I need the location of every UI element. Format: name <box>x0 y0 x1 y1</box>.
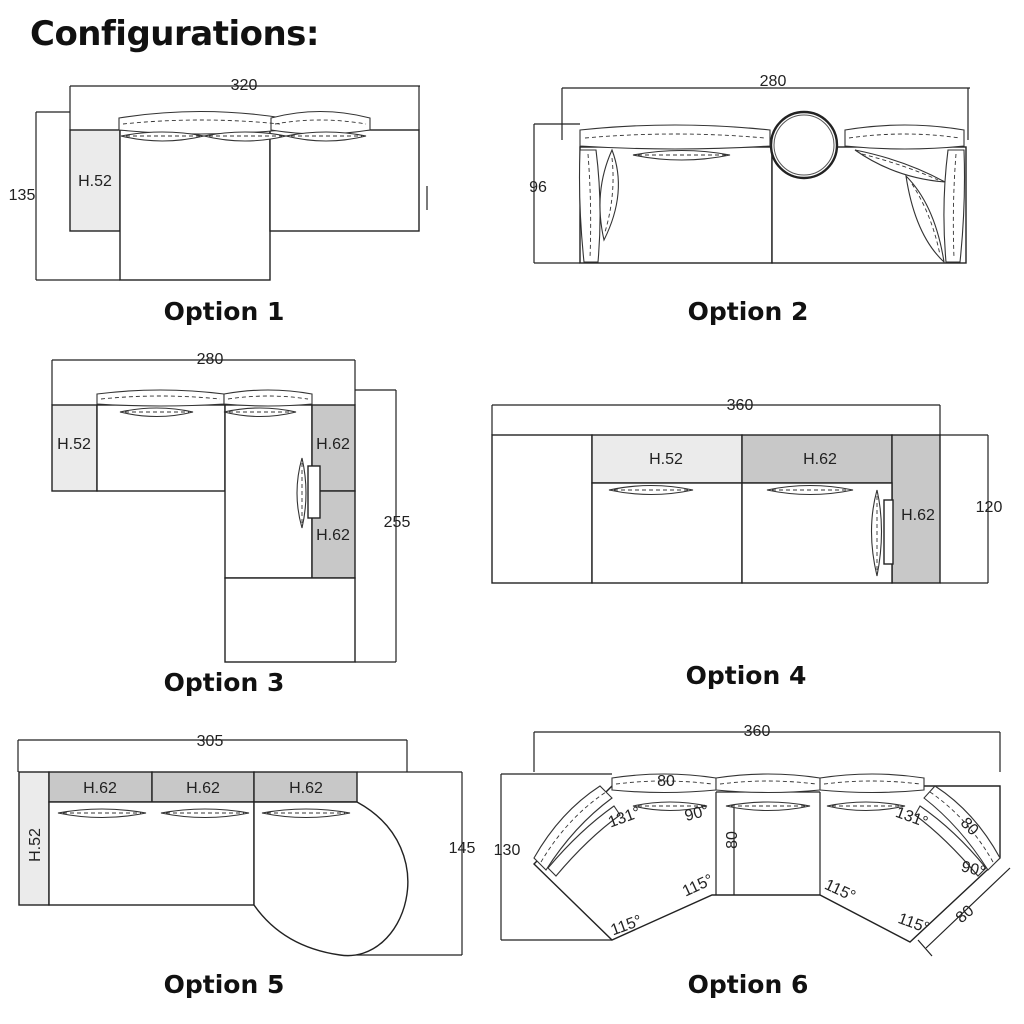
option-5-h62-label-1: H.62 <box>83 780 117 797</box>
option-3-diagram: 280 255 H.52 H.62 H.62 <box>51 351 411 663</box>
option-5-module-h52 <box>18 771 50 906</box>
option-3-module-h52 <box>51 404 98 492</box>
option-5-width-label: 305 <box>197 733 224 750</box>
option-5-depth-label: 145 <box>449 840 476 857</box>
option-6-diagram: 360 130 80 80 <box>494 723 1011 957</box>
option-5-h62-label-3: H.62 <box>289 780 323 797</box>
option-1-chaise <box>119 129 271 281</box>
option-3-depth-label: 255 <box>384 514 411 531</box>
option-4-h62-side-label: H.62 <box>901 507 935 524</box>
option-4-caption: Option 4 <box>685 661 807 690</box>
option-4-h52-label: H.52 <box>649 451 683 468</box>
option-3-caption: Option 3 <box>163 668 285 697</box>
option-6-annotation-4: 80 <box>953 902 978 927</box>
option-2-depth-label: 96 <box>529 179 547 196</box>
option-6-width-label: 360 <box>744 723 771 740</box>
option-3-width-label: 280 <box>197 351 224 368</box>
option-1-diagram: 320 135 H.52 <box>9 77 428 281</box>
option-5-diagram: 305 145 H.52 H.62 H.62 H.62 <box>17 733 476 957</box>
option-2-diagram: 280 96 <box>529 73 970 264</box>
option-4-h62-back-label: H.62 <box>803 451 837 468</box>
option-2-width-label: 280 <box>760 73 787 90</box>
option-4-depth-label: 120 <box>976 499 1003 516</box>
option-1-height-label: H.52 <box>78 173 112 190</box>
option-6-annotation-2: 80 <box>724 831 741 849</box>
option-1-seat <box>269 129 420 232</box>
option-6-depth-label: 130 <box>494 842 521 859</box>
option-2-caption: Option 2 <box>687 297 809 326</box>
option-4-diagram: 360 120 H.52 H.62 H.62 <box>491 397 1003 584</box>
page-title: Configurations: <box>30 14 320 54</box>
option-1-caption: Option 1 <box>163 297 285 326</box>
option-3-h62-top-label: H.62 <box>316 436 350 453</box>
option-6-annotation-1: 80 <box>657 773 675 790</box>
option-4-width-label: 360 <box>727 397 754 414</box>
option-3-h52-label: H.52 <box>57 436 91 453</box>
option-5-h52-label: H.52 <box>27 828 44 862</box>
option-1-width-label: 320 <box>231 77 258 94</box>
option-5-h62-label-2: H.62 <box>186 780 220 797</box>
option-6-caption: Option 6 <box>687 970 809 999</box>
option-6-annotation-8: 90° <box>959 858 987 881</box>
option-4-module-h62-side <box>891 434 941 584</box>
option-1-depth-label: 135 <box>9 187 36 204</box>
option-5-caption: Option 5 <box>163 970 285 999</box>
option-5-round-chaise <box>253 801 409 957</box>
option-6-annotation-7: 90° <box>683 802 711 825</box>
option-3-h62-bottom-label: H.62 <box>316 527 350 544</box>
option-2-round-table <box>769 110 839 180</box>
